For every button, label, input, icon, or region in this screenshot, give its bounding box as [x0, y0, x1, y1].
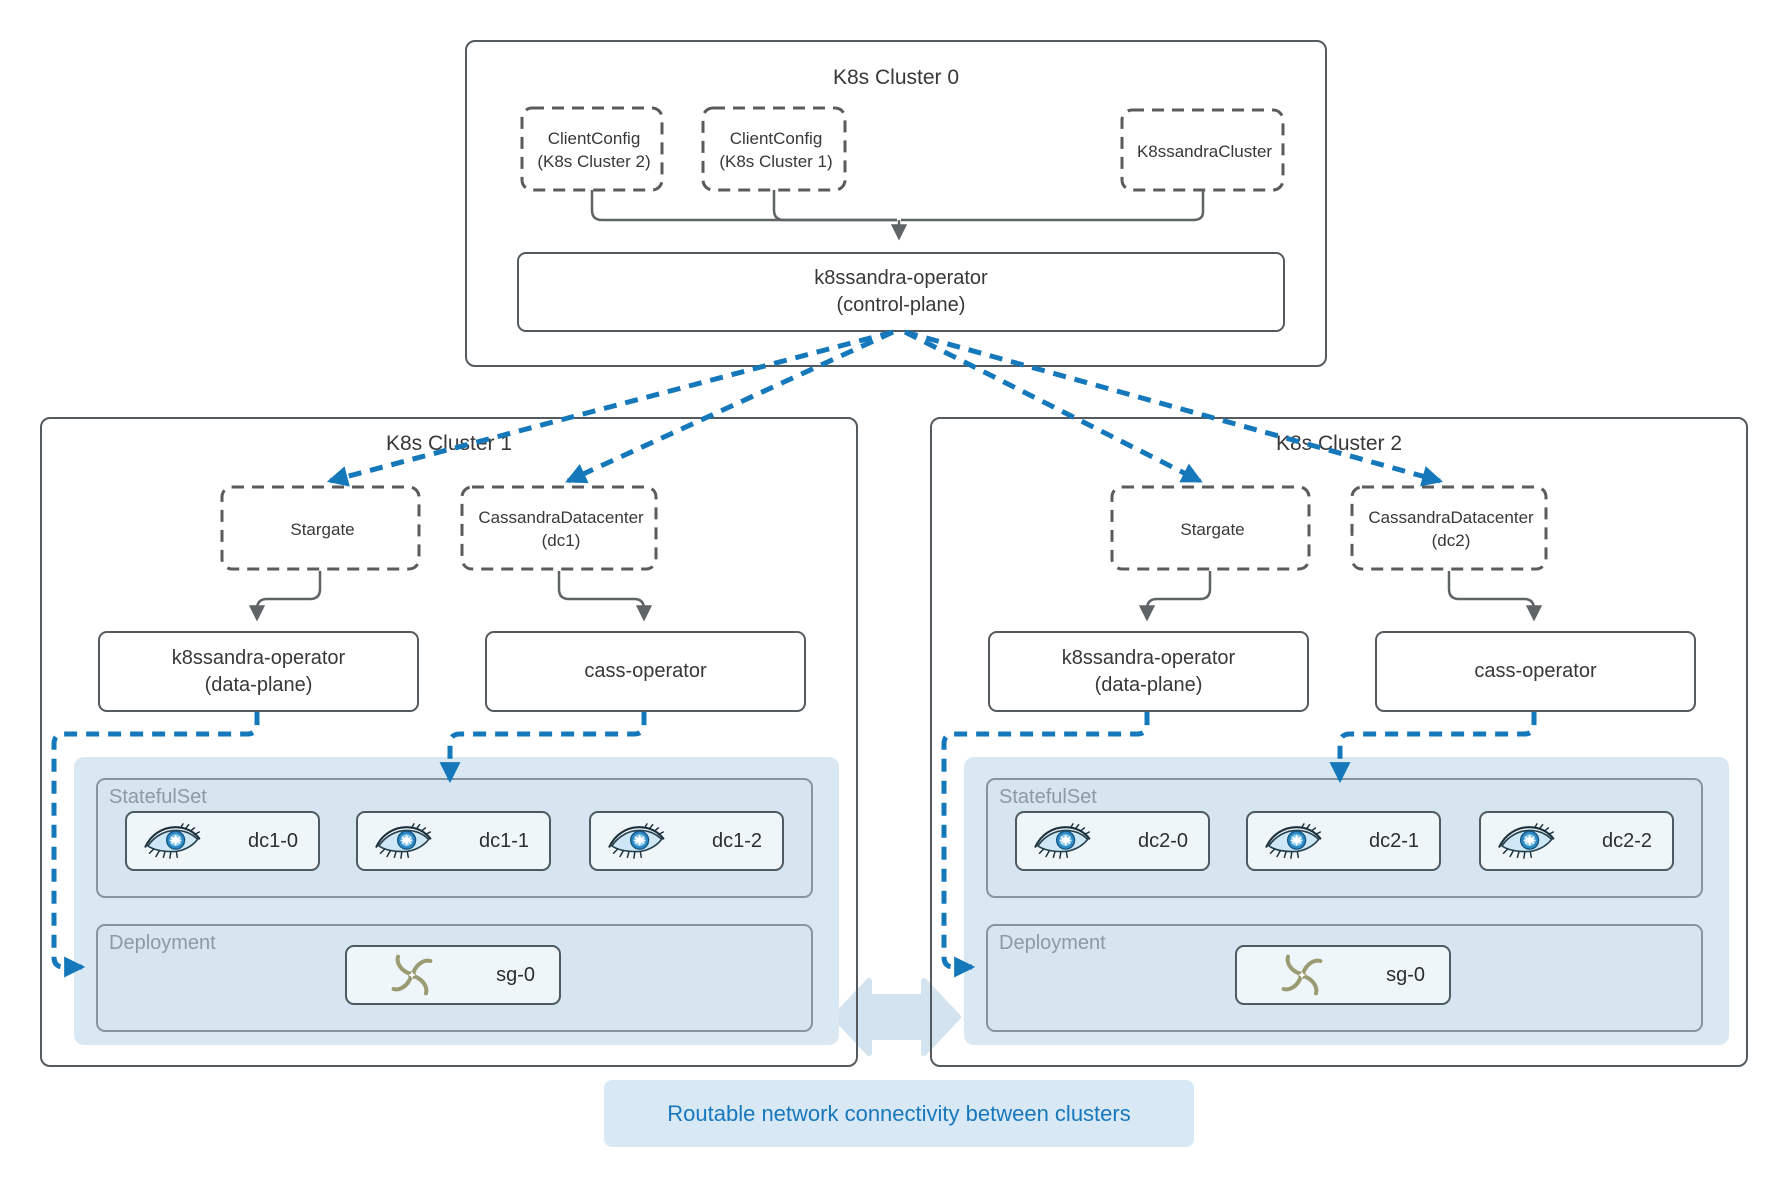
node-label-line: (K8s Cluster 2)	[537, 152, 651, 171]
pod-label: dc1-0	[247, 829, 298, 852]
deployment-label: Deployment	[109, 932, 216, 954]
statefulset-group: StatefulSet dc1-0 dc1-1 dc1-2	[96, 778, 813, 898]
pod-label: dc1-2	[711, 829, 762, 852]
cassandra-eye-icon	[1265, 822, 1322, 860]
stargate-node: Stargate	[224, 489, 421, 571]
node-label-line: (dc2)	[1431, 531, 1471, 550]
statefulset-group: StatefulSet dc2-0 dc2-1 dc2-2	[986, 778, 1703, 898]
data-plane-operator-node: k8ssandra-operator (data-plane)	[98, 631, 419, 712]
cass-operator-node: cass-operator	[1375, 631, 1696, 712]
cassandra-eye-icon	[144, 822, 201, 860]
node-label-line: k8ssandra-operator	[814, 267, 988, 289]
stargate-pod: sg-0	[345, 945, 561, 1005]
node-label-line: cass-operator	[584, 660, 707, 682]
cassandra-pod: dc2-0	[1015, 811, 1210, 871]
node-label-line: Stargate	[290, 519, 355, 539]
statefulset-label: StatefulSet	[999, 786, 1097, 808]
cassandra-eye-icon	[608, 822, 665, 860]
cassandra-pod: dc2-2	[1479, 811, 1674, 871]
k8ssandracluster-node: K8ssandraCluster	[1124, 112, 1285, 192]
cassandra-eye-icon	[1498, 822, 1555, 860]
cassandra-datacenter-node: CassandraDatacenter (dc2)	[1354, 489, 1548, 571]
cassandra-datacenter-node: CassandraDatacenter (dc1)	[464, 489, 658, 571]
cassandra-eye-icon	[375, 822, 432, 860]
k8s-cluster-2: K8s Cluster 2 Stargate CassandraDatacent…	[930, 417, 1748, 1067]
pod-label: dc2-1	[1368, 829, 1419, 852]
stargate-node: Stargate	[1114, 489, 1311, 571]
node-label-line: cass-operator	[1474, 660, 1597, 682]
node-label-line: (data-plane)	[1094, 673, 1203, 696]
cass-operator-node: cass-operator	[485, 631, 806, 712]
deployment-group: Deployment sg-0	[96, 924, 813, 1032]
deployment-group: Deployment sg-0	[986, 924, 1703, 1032]
statefulset-label: StatefulSet	[109, 786, 207, 808]
k8s-cluster-1: K8s Cluster 1 Stargate CassandraDatacent…	[40, 417, 858, 1067]
node-label-line: CassandraDatacenter	[1368, 508, 1534, 528]
node-label-line: Stargate	[1180, 519, 1245, 539]
workload-panel: StatefulSet dc2-0 dc2-1 dc2-2 Deployment	[964, 757, 1729, 1045]
node-label-line: (control-plane)	[836, 294, 966, 316]
stargate-swirl-icon	[1281, 954, 1323, 996]
stargate-swirl-icon	[391, 954, 433, 996]
control-plane-operator-node: k8ssandra-operator (control-plane)	[517, 252, 1285, 332]
pod-label: dc2-0	[1137, 829, 1188, 852]
node-label-line: (K8s Cluster 1)	[719, 152, 833, 171]
cassandra-pod: dc1-2	[589, 811, 784, 871]
node-label-line: k8ssandra-operator	[1061, 646, 1236, 669]
pod-label: dc2-2	[1601, 829, 1652, 852]
cassandra-pod: dc1-0	[125, 811, 320, 871]
workload-panel: StatefulSet dc1-0 dc1-1 dc1-2 Deployment	[74, 757, 839, 1045]
stargate-pod: sg-0	[1235, 945, 1451, 1005]
cassandra-eye-icon	[1034, 822, 1091, 860]
network-connectivity-label: Routable network connectivity between cl…	[604, 1080, 1194, 1147]
node-label-line: k8ssandra-operator	[171, 646, 346, 669]
data-plane-operator-node: k8ssandra-operator (data-plane)	[988, 631, 1309, 712]
pod-label: sg-0	[1386, 963, 1425, 986]
cassandra-pod: dc2-1	[1246, 811, 1441, 871]
k8s-cluster-0: K8s Cluster 0 ClientConfig (K8s Cluster …	[465, 40, 1327, 367]
cassandra-pod: dc1-1	[356, 811, 551, 871]
cluster0-title: K8s Cluster 0	[832, 66, 960, 89]
cluster1-title: K8s Cluster 1	[385, 432, 513, 455]
node-label-line: ClientConfig	[547, 129, 641, 149]
node-label-line: (data-plane)	[204, 673, 313, 696]
pod-label: dc1-1	[478, 829, 529, 852]
pod-label: sg-0	[496, 963, 535, 986]
node-label-line: ClientConfig	[729, 129, 823, 149]
node-label-line: (dc1)	[541, 531, 581, 550]
cluster2-title: K8s Cluster 2	[1275, 432, 1403, 455]
clientconfig-cluster2-node: ClientConfig (K8s Cluster 2)	[524, 110, 664, 192]
node-label-line: K8ssandraCluster	[1136, 141, 1273, 161]
deployment-label: Deployment	[999, 932, 1106, 954]
clientconfig-cluster1-node: ClientConfig (K8s Cluster 1)	[705, 110, 847, 192]
node-label-line: CassandraDatacenter	[478, 508, 644, 528]
